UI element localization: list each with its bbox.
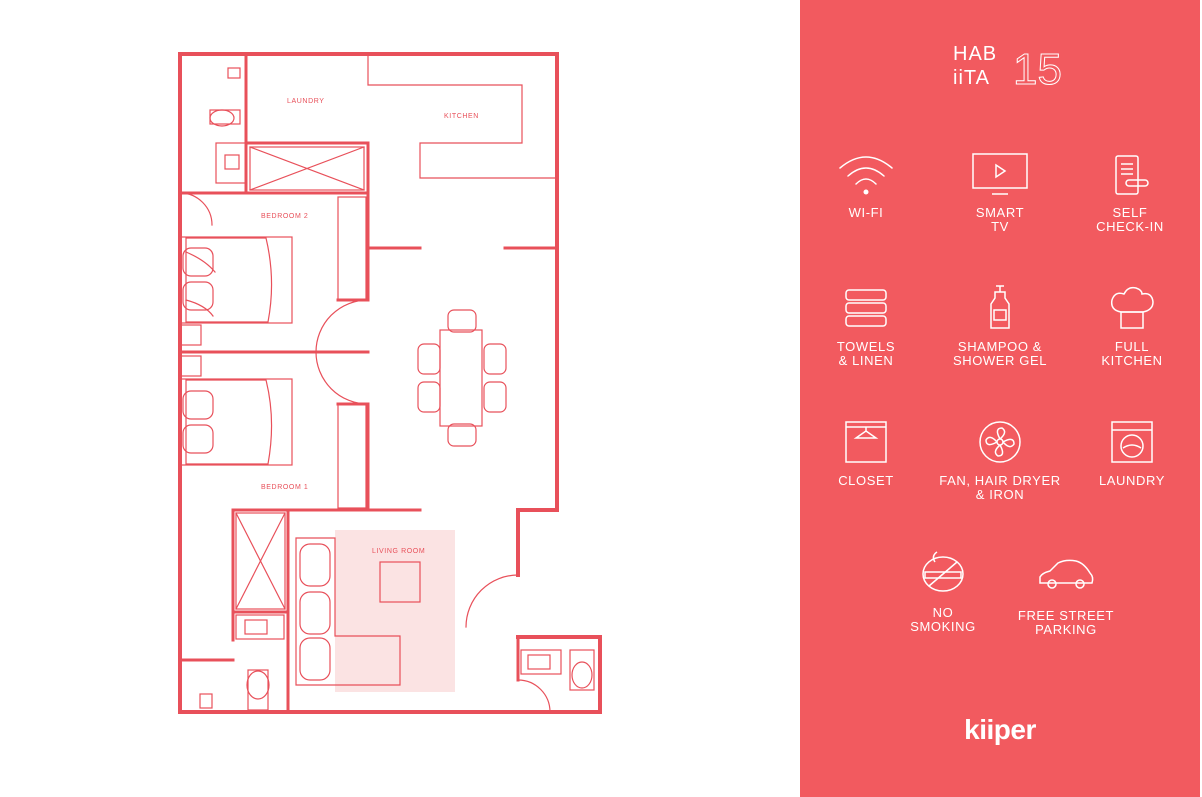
bathroom-fixtures <box>199 67 595 711</box>
amenity-fan: FAN, HAIR DRYER & IRON <box>930 418 1070 502</box>
amenity-label: WI-FI <box>848 205 884 220</box>
bed-1 <box>179 355 293 466</box>
amenity-label: SMART TV <box>975 205 1025 234</box>
amenity-label: SHAMPOO & SHOWER GEL <box>952 339 1048 368</box>
logo-line2: iiTA <box>953 67 990 89</box>
amenity-label: NO SMOKING <box>910 605 976 634</box>
room-label-bedroom2: BEDROOM 2 <box>261 213 308 220</box>
amenity-no-smoking: NO SMOKING <box>873 550 1013 634</box>
amenity-label: FREE STREET PARKING <box>1017 608 1115 637</box>
door-lock-icon <box>1115 155 1149 195</box>
amenity-label: TOWELS & LINEN <box>836 339 896 368</box>
washing-machine-icon <box>1111 421 1153 463</box>
closet-icon <box>845 421 887 463</box>
laundry-closet <box>249 146 365 191</box>
amenity-shampoo: SHAMPOO & SHOWER GEL <box>930 284 1070 368</box>
wifi-icon <box>839 156 893 195</box>
bedroom2-wardrobe <box>337 196 367 301</box>
bedroom1-wardrobe <box>337 403 367 509</box>
amenity-parking: FREE STREET PARKING <box>996 553 1136 637</box>
bed-2 <box>179 236 293 346</box>
bottle-icon <box>990 285 1010 329</box>
logo-line1: HAB <box>953 43 997 65</box>
room-label-kitchen: KITCHEN <box>444 113 479 120</box>
room-label-laundry: LAUNDRY <box>287 98 325 105</box>
car-icon <box>1039 559 1094 589</box>
sofa <box>295 537 421 686</box>
shower <box>235 512 286 610</box>
amenities-panel <box>800 0 1200 797</box>
logo-number: 15 <box>1013 45 1062 94</box>
no-smoking-icon <box>922 551 964 592</box>
amenity-label: SELF CHECK-IN <box>1096 205 1164 234</box>
interior-walls <box>178 52 559 714</box>
amenity-smart-tv: SMART TV <box>930 150 1070 234</box>
amenity-label: LAUNDRY <box>1098 473 1166 488</box>
amenity-closet: CLOSET <box>796 418 936 488</box>
fan-icon <box>979 421 1021 463</box>
floor-plan: LAUNDRY KITCHEN BEDROOM 2 BEDROOM 1 LIVI… <box>178 52 602 714</box>
room-label-bedroom1: BEDROOM 1 <box>261 484 308 491</box>
amenity-full-kitchen: FULL KITCHEN <box>1062 284 1202 368</box>
tv-icon <box>972 153 1028 195</box>
dining-table <box>417 309 507 447</box>
amenity-laundry: LAUNDRY <box>1062 418 1202 488</box>
habiita-logo: HAB iiTA 15 <box>953 43 1062 95</box>
amenity-towels: TOWELS & LINEN <box>796 284 936 368</box>
chef-hat-icon <box>1110 286 1154 329</box>
living-room-rug <box>335 530 455 692</box>
towels-icon <box>845 289 887 327</box>
doors <box>179 192 551 713</box>
kiiper-logo: kiiper <box>964 714 1036 745</box>
amenity-self-checkin: SELF CHECK-IN <box>1060 150 1200 234</box>
kitchen-counter <box>367 53 558 179</box>
amenity-label: FULL KITCHEN <box>1101 339 1163 368</box>
room-label-living: LIVING ROOM <box>372 548 425 555</box>
coffee-table <box>379 561 421 603</box>
amenity-wifi: WI-FI <box>796 150 936 220</box>
amenity-label: FAN, HAIR DRYER & IRON <box>939 473 1061 502</box>
amenity-label: CLOSET <box>838 473 894 488</box>
